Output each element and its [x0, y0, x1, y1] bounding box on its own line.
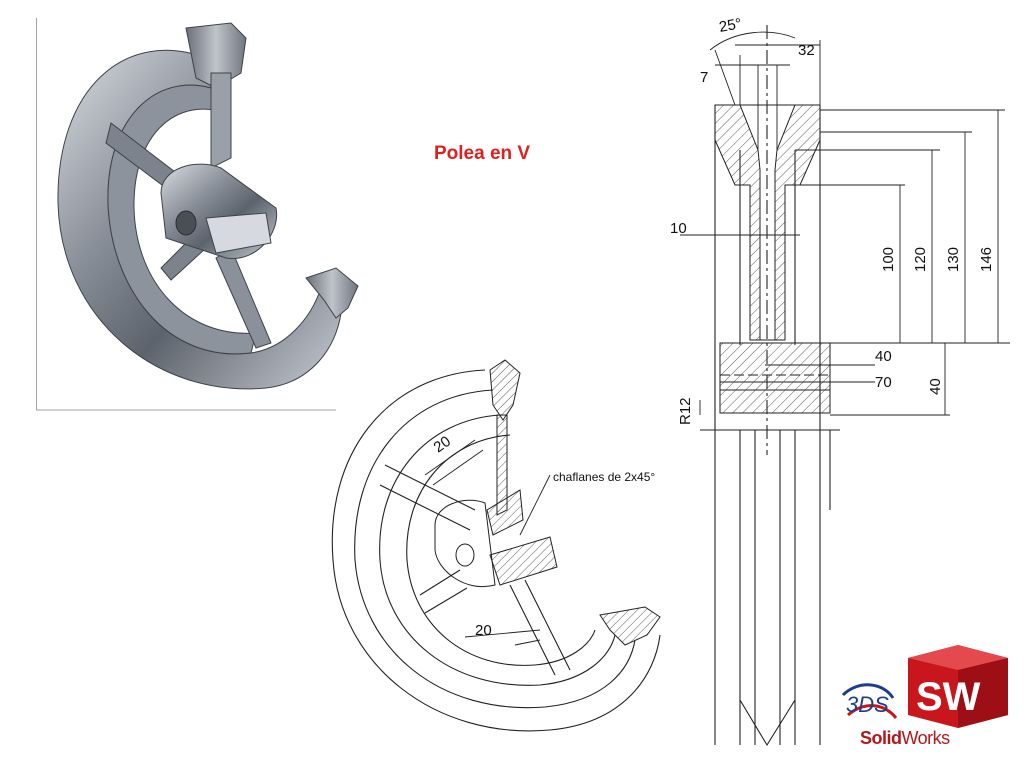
chamfer-note: chaflanes de 2x45°	[553, 470, 655, 484]
spoke-width-label-bottom: 20	[475, 622, 492, 639]
hub-outer-label: 70	[875, 374, 892, 391]
groove-width-label: 32	[798, 42, 815, 59]
pulley-3d-render	[36, 18, 366, 413]
dia-130-label: 130	[945, 247, 962, 272]
hub-bore-label: 40	[875, 348, 892, 365]
web-thickness-label: 10	[670, 220, 687, 237]
pulley-isometric-drawing: 20 20 chaflanes de 2x45°	[331, 359, 661, 732]
ds-letters: 3DS	[846, 692, 889, 717]
solidworks-mark-icon: SW 3DS	[841, 645, 1008, 728]
page-title: Polea en V	[434, 143, 531, 164]
dia-146-label: 146	[978, 247, 995, 272]
fillet-label: R12	[677, 397, 694, 425]
solidworks-wordmark: SolidWorks	[860, 728, 950, 749]
pulley-section-drawing: 25° 32 7 10 100 120 130 146 40 70 40 R12	[670, 15, 1010, 747]
hub-width-label: 40	[927, 378, 944, 395]
wordmark-bold: Solid	[860, 728, 902, 748]
spoke-width-label-top: 20	[431, 433, 454, 456]
angle-label: 25°	[718, 15, 743, 36]
wordmark-light: Works	[901, 728, 951, 748]
dia-100-label: 100	[880, 247, 897, 272]
solidworks-logo: SW 3DS SolidWorks	[838, 640, 1018, 760]
groove-bottom-label: 7	[700, 69, 708, 86]
sw-letters: SW	[916, 675, 981, 719]
dia-120-label: 120	[912, 247, 929, 272]
